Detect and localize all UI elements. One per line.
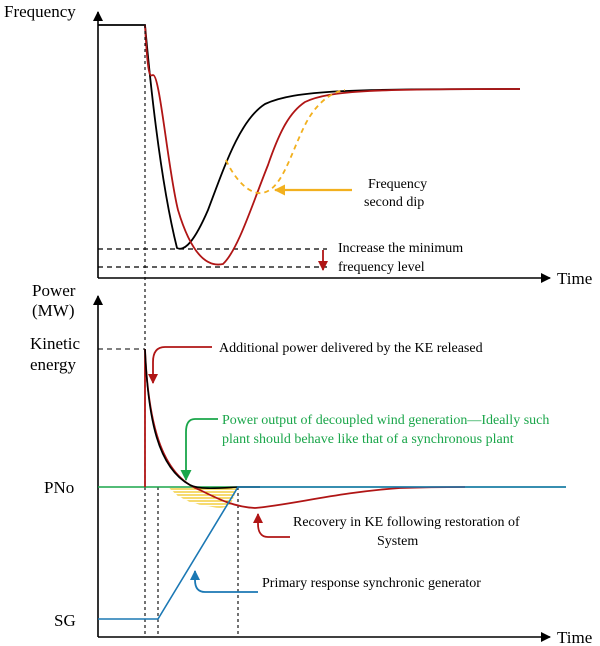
min-level-label-2: frequency level xyxy=(338,260,425,275)
bottom-y-axis-label-2: (MW) xyxy=(32,301,74,320)
kinetic-power-curve-red xyxy=(144,348,466,509)
tick-pno: PNo xyxy=(44,478,74,497)
recovery-label-1: Recovery in KE following restoration of xyxy=(293,515,520,530)
tick-sg: SG xyxy=(54,611,76,630)
top-x-axis-label: Time xyxy=(557,269,592,288)
bottom-y-axis-label-1: Power xyxy=(32,281,76,300)
frequency-curve-second-dip xyxy=(225,89,346,194)
additional-power-label: Additional power delivered by the KE rel… xyxy=(219,341,483,356)
sg-response-curve xyxy=(98,486,566,620)
frequency-curve-red xyxy=(144,24,521,266)
additional-power-arrow xyxy=(148,346,212,384)
second-dip-label-2: second dip xyxy=(364,195,424,210)
decoupled-wind-arrow xyxy=(180,418,218,481)
tick-kinetic-energy-2: energy xyxy=(30,355,76,374)
frequency-curve-black xyxy=(98,24,521,250)
primary-response-label: Primary response synchronic generator xyxy=(262,576,481,591)
recovery-label-2: System xyxy=(377,534,418,549)
top-panel: Frequency Time Frequency second dip Incr… xyxy=(4,2,592,288)
min-level-label-1: Increase the minimum xyxy=(338,241,463,256)
decoupled-wind-label-2: plant should behave like that of a synch… xyxy=(222,432,514,447)
decoupled-wind-label-1: Power output of decoupled wind generatio… xyxy=(222,413,549,428)
tick-kinetic-energy-1: Kinetic xyxy=(30,334,80,353)
second-dip-label-1: Frequency xyxy=(368,177,427,192)
top-y-axis-label: Frequency xyxy=(4,2,76,21)
bottom-panel: Power (MW) Time Kinetic energy PNo SG Ad xyxy=(30,281,592,646)
recovery-arrow xyxy=(253,513,290,538)
bottom-x-axis-label: Time xyxy=(557,628,592,646)
primary-response-arrow xyxy=(190,570,258,593)
